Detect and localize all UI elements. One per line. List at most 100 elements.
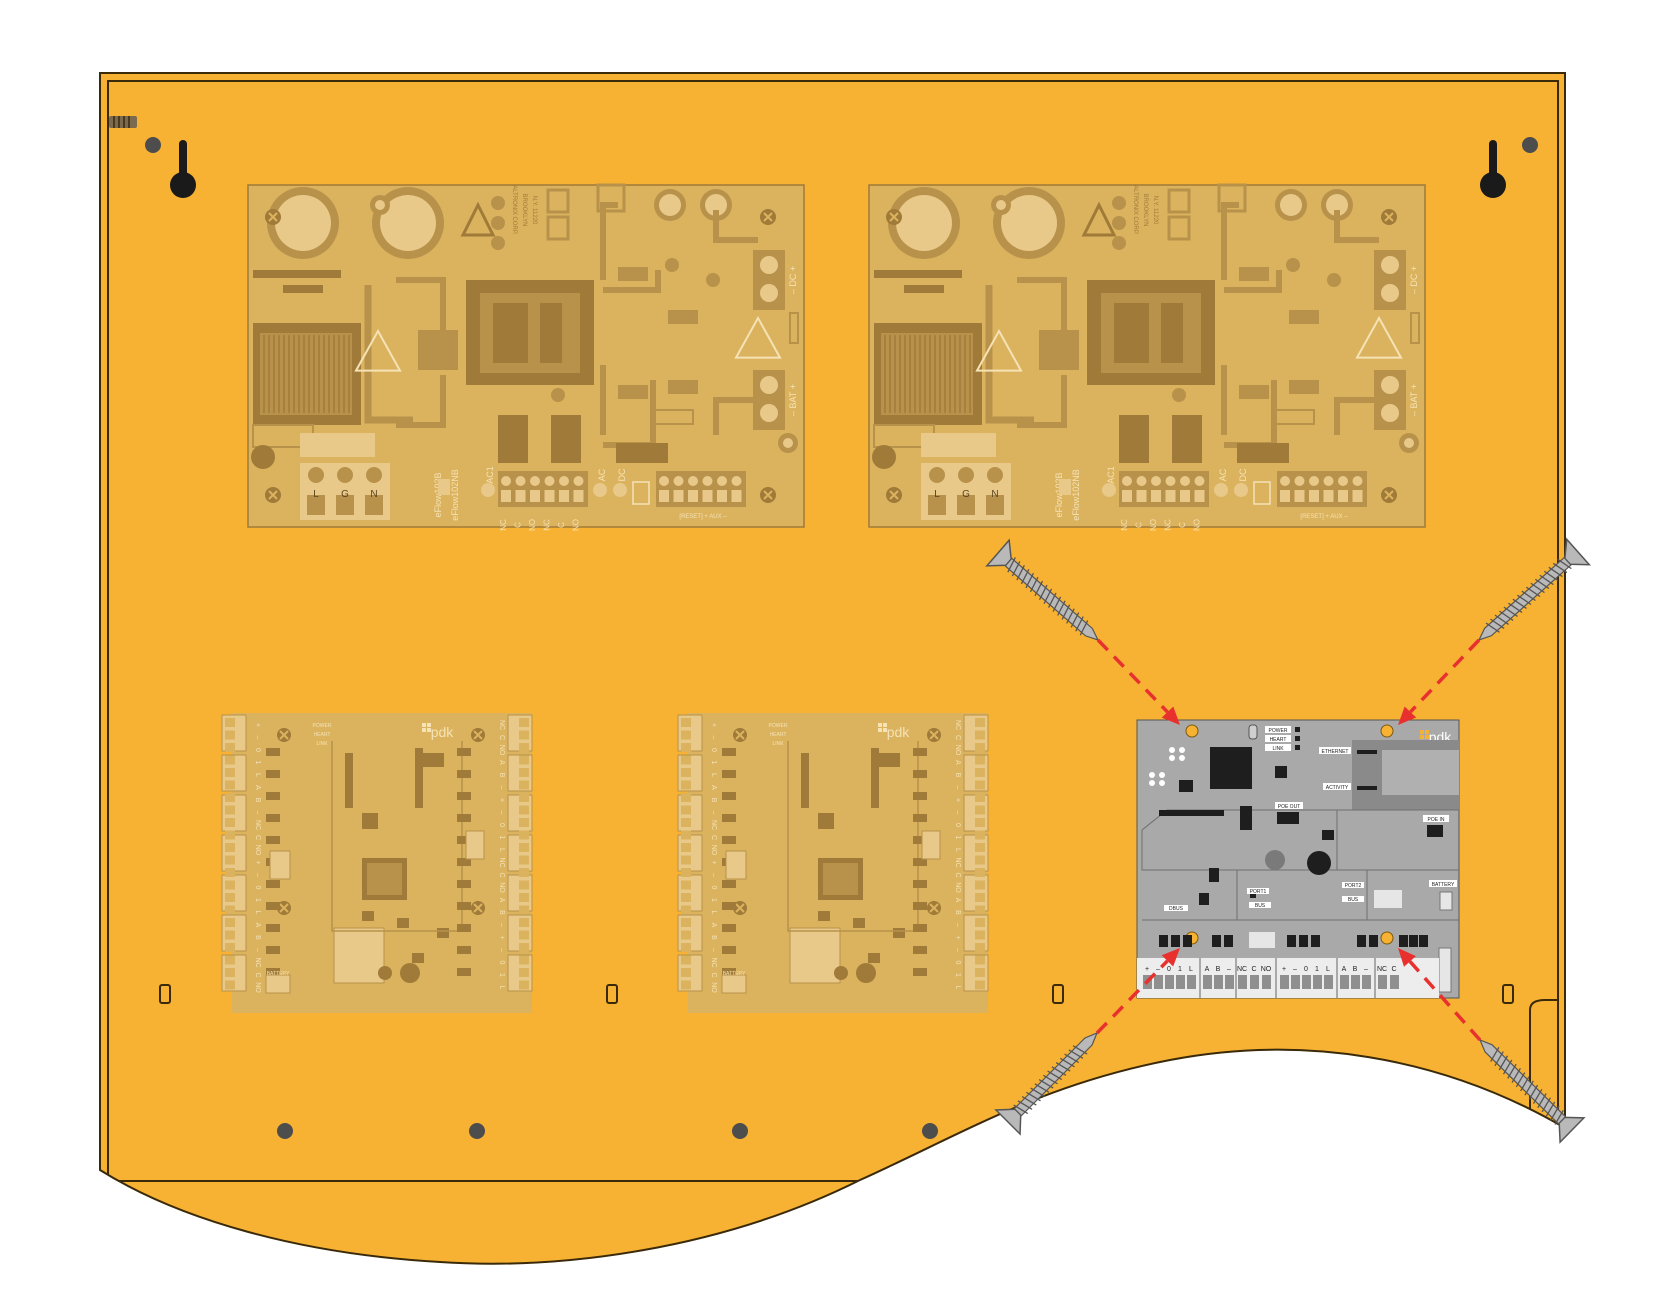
altronix-logo-icon [1081, 201, 1117, 237]
terminal-screw [530, 476, 540, 486]
led-label-bg [1265, 726, 1291, 733]
terminal-slot [681, 880, 691, 890]
bottom-mounting-holes [277, 1123, 938, 1139]
altronix-brand-text: ALTRONIX CORP. [511, 185, 517, 235]
screw-thread [1066, 608, 1075, 624]
led-label-bg [1265, 744, 1291, 751]
capacitor-top [275, 195, 331, 251]
led-label-bg [1265, 735, 1291, 742]
terminal-slot [225, 768, 235, 777]
terminal-slot [975, 755, 985, 765]
terminal-label: A [710, 923, 717, 928]
ic-chip [1275, 766, 1287, 778]
white-dot [1149, 780, 1155, 786]
led-label: HEART [314, 732, 331, 738]
aux-label: [RESET] + AUX – [679, 514, 727, 520]
resistor [266, 836, 280, 844]
resistor [457, 902, 471, 910]
fuse [546, 215, 570, 241]
resistor [457, 924, 471, 932]
terminal-label: – [954, 786, 961, 790]
logo-dot [1420, 730, 1424, 734]
terminal-slot [544, 490, 555, 502]
ic-chip [893, 928, 905, 938]
screw-thread [1503, 606, 1518, 617]
battery-label: BATTERY [267, 971, 290, 977]
pdk-logo-icon: pdk [431, 724, 455, 740]
board-screw-slot [473, 903, 483, 913]
screw-thread [1079, 620, 1089, 636]
logo-dot [422, 723, 426, 727]
terminal-label: C [254, 835, 261, 840]
altronix-brand-text: ALTRONIX CORP. [1132, 185, 1138, 235]
terminal-slot [519, 830, 529, 840]
poe-in-header [1427, 825, 1443, 837]
terminal-slot [519, 930, 529, 940]
terminal-slot [688, 490, 698, 502]
screw-thread [1047, 592, 1057, 608]
terminal-slot [1176, 975, 1185, 989]
terminal-slot [519, 893, 529, 902]
terminal-slot [975, 843, 985, 852]
terminal-label: L [254, 911, 261, 915]
terminal-label: NC [254, 820, 261, 830]
screw-thread [1498, 1055, 1509, 1071]
component-top [1326, 194, 1348, 216]
terminal-label: L [1189, 966, 1193, 973]
resistor [722, 836, 736, 844]
pin-header [1240, 806, 1252, 830]
led-label: HEART [1270, 737, 1287, 743]
relay [465, 830, 485, 860]
resistor [913, 924, 927, 932]
board-edge [750, 998, 980, 1008]
screw-thread [1038, 1079, 1054, 1089]
resistor [913, 858, 927, 866]
connector [1273, 409, 1315, 425]
terminal-slot [1378, 975, 1387, 989]
terminal-screw [1338, 476, 1348, 486]
label-bg [1423, 815, 1449, 822]
pin-header [1159, 810, 1224, 816]
led [1059, 479, 1071, 495]
core-block [1161, 303, 1183, 363]
led [1214, 483, 1228, 497]
terminal-slot [225, 855, 235, 865]
board-screw-slot [279, 903, 289, 913]
screw-thread [1034, 1083, 1050, 1093]
inductor [856, 963, 876, 983]
terminal-screw [987, 467, 1003, 483]
terminal-label: L [1326, 966, 1330, 973]
relay [1374, 890, 1402, 908]
terminal-slot [1165, 490, 1176, 502]
board-screw-slot [889, 212, 899, 222]
resistor [457, 770, 471, 778]
terminal-label: C [498, 872, 505, 877]
terminal-slot [519, 805, 529, 815]
relay-terminal-label: C [1135, 522, 1144, 528]
terminal-slot [1151, 490, 1161, 502]
inductor [400, 963, 420, 983]
door-controller-board-middle: +–01LAB–NCCNO+–01LAB–NCCNONCCNOAB–+–01LN… [677, 713, 989, 1013]
terminal-block [963, 834, 989, 872]
terminal-label: NC [954, 857, 961, 867]
terminal-slot [519, 730, 529, 740]
screw-thread [1530, 582, 1545, 594]
terminal-label: NC [710, 820, 717, 830]
label-bg [1247, 888, 1269, 894]
component-top [996, 200, 1006, 210]
terminal-block [677, 834, 703, 872]
screw-thread [1029, 576, 1039, 593]
terminal-slot [225, 880, 235, 890]
terminal-label: NO [254, 982, 261, 993]
terminal-slot [519, 918, 529, 927]
arrow-head [1161, 706, 1180, 725]
terminal-label: 1 [254, 761, 261, 765]
terminal-slot [1294, 490, 1305, 502]
ic-chip [1209, 868, 1219, 882]
resistor [722, 880, 736, 888]
terminal-label: C [954, 872, 961, 877]
ic-chip [818, 911, 830, 921]
resistor [618, 267, 648, 281]
